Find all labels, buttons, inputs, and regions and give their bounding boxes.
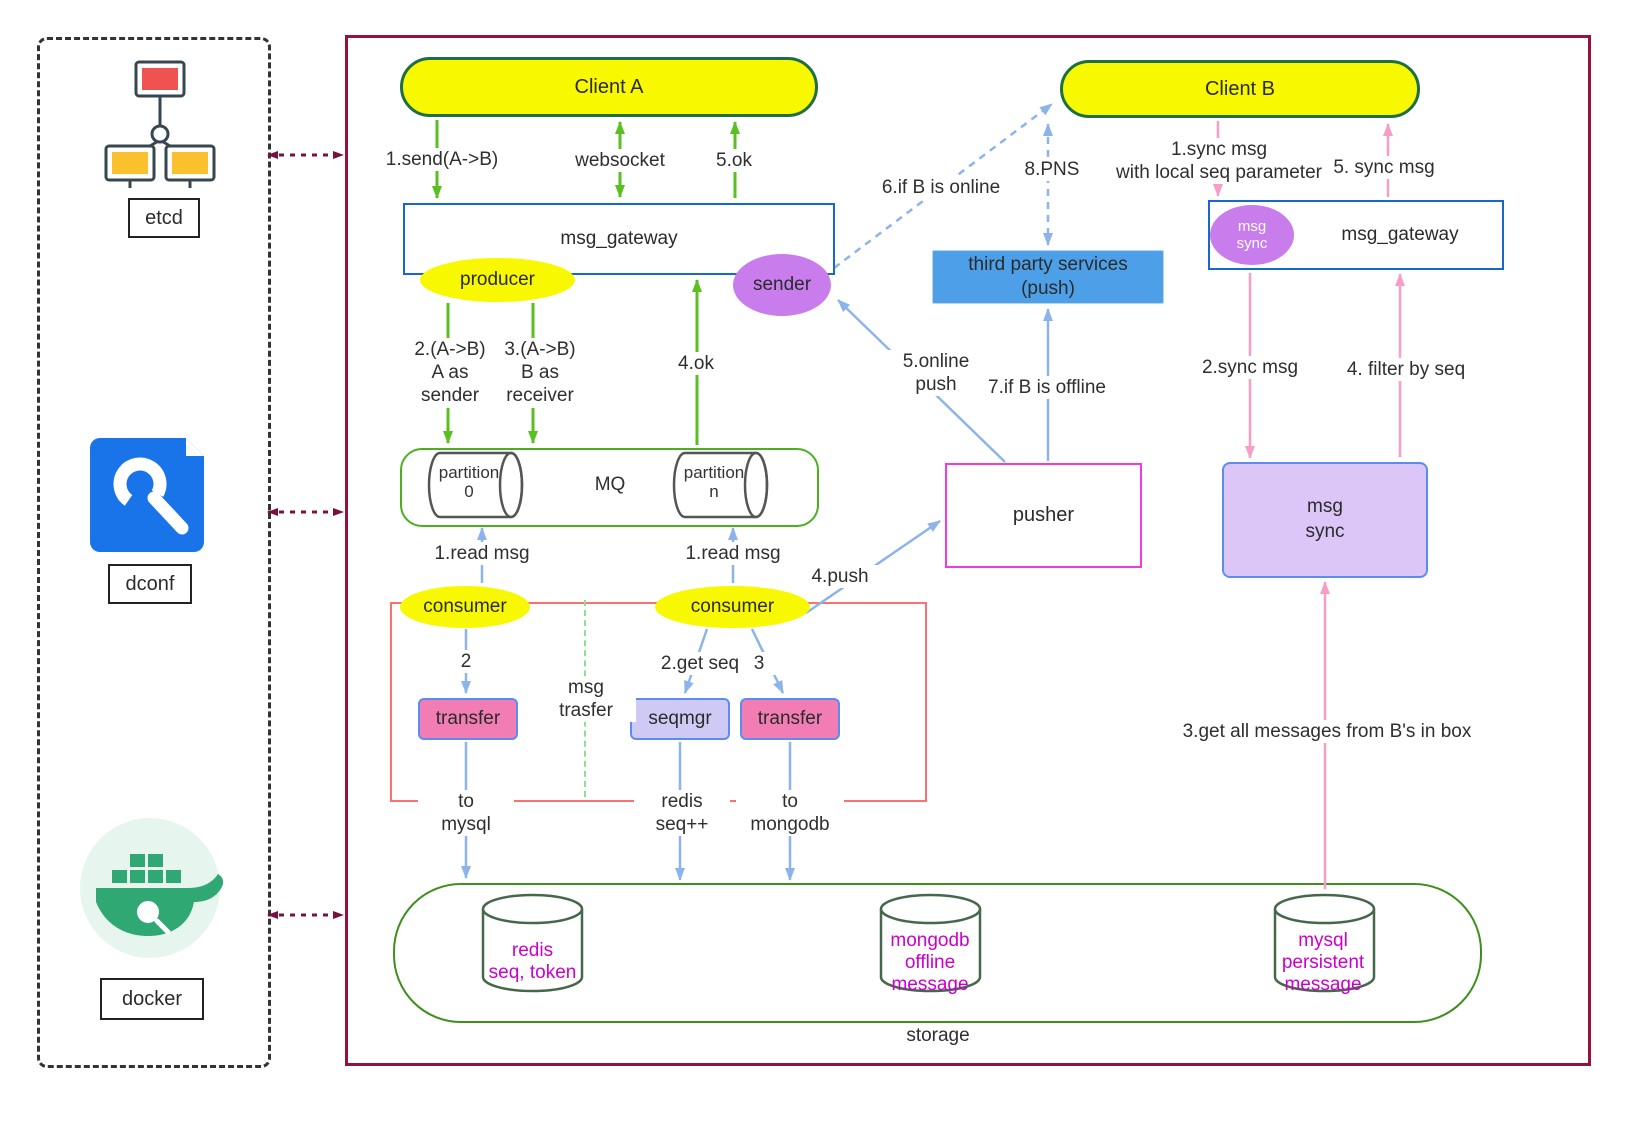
mysql-node (1272, 892, 1377, 994)
msg-sync-box-node: msg sync (1222, 462, 1428, 578)
label-get-seq: 2.get seq (652, 652, 748, 676)
label-read-msg-left: 1.read msg (430, 542, 534, 566)
label-online-push: 5.online push (884, 350, 988, 397)
redis-label: redis seq, token (488, 940, 577, 983)
pusher-label: pusher (1012, 504, 1075, 526)
label-websocket: websocket (568, 149, 672, 173)
label-if-b-offline: 7.if B is offline (974, 376, 1120, 400)
label-redis-seq-inc: redis seq++ (634, 790, 730, 837)
client-a-label: Client A (574, 75, 644, 98)
label-sync-msg-2: 2.sync msg (1192, 356, 1308, 380)
label-sync-msg-5: 5. sync msg (1326, 156, 1442, 180)
msg-sync-box-label: msg sync (1305, 496, 1345, 542)
label-sync-msg-1: 1.sync msg with local seq parameter (1096, 138, 1342, 185)
sender-label: sender (752, 274, 812, 295)
transfer-left-label: transfer (435, 708, 501, 729)
client-b-label: Client B (1204, 77, 1276, 100)
docker-label-text: docker (121, 987, 183, 1010)
dconf-icon (90, 438, 204, 552)
seqmgr-node: seqmgr (630, 698, 730, 740)
label-a-as-sender: 2.(A->B) A as sender (398, 338, 502, 408)
msg-sync-ellipse-node: msg sync (1210, 205, 1294, 265)
seqmgr-label: seqmgr (648, 708, 712, 729)
transfer-right-node: transfer (740, 698, 840, 740)
label-msg-trasfer: msg trasfer (536, 676, 636, 723)
partition-0-cylinder (427, 451, 524, 519)
producer-label: producer (460, 269, 535, 290)
dconf-label-text: dconf (125, 572, 175, 595)
storage-label: storage (906, 1025, 970, 1046)
etcd-label: etcd (128, 198, 200, 238)
docker-icon (80, 818, 223, 958)
partition-0-label: partition 0 (438, 463, 500, 501)
docker-label: docker (100, 978, 204, 1020)
label-5ok: 5.ok (708, 149, 760, 173)
etcd-label-text: etcd (145, 206, 183, 229)
redis-node (480, 892, 585, 994)
mq-label: MQ (594, 474, 626, 495)
label-get-all-messages: 3.get all messages from B's in box (1164, 720, 1490, 744)
partition-0-node: partition 0 (425, 450, 525, 520)
redis-cylinder (481, 893, 584, 993)
client-b-node: Client B (1060, 60, 1420, 118)
consumer-left-label: consumer (423, 596, 507, 617)
third-party-services-label: third party services (push) (968, 254, 1128, 299)
mongodb-label: mongodb offline message (890, 930, 970, 995)
label-4push: 4.push (800, 565, 880, 589)
label-4ok: 4.ok (668, 352, 724, 376)
pusher-node: pusher (945, 463, 1142, 568)
label-b-as-receiver: 3.(A->B) B as receiver (488, 338, 592, 408)
partition-n-label: partition n (683, 463, 745, 501)
producer-node: producer (420, 258, 575, 302)
label-8pns: 8.PNS (1014, 158, 1090, 182)
label-to-mysql: to mysql (418, 790, 514, 837)
mongodb-cylinder (879, 893, 982, 993)
third-party-services-node: third party services (push) (932, 250, 1164, 304)
consumer-right-node: consumer (655, 586, 810, 628)
label-step-2: 2 (448, 650, 484, 674)
label-to-mongodb: to mongodb (736, 790, 844, 837)
msg-gateway-right-label: msg_gateway (1341, 224, 1459, 245)
consumer-right-label: consumer (690, 596, 775, 617)
consumer-left-node: consumer (400, 586, 530, 628)
label-read-msg-right: 1.read msg (681, 542, 785, 566)
label-step-3: 3 (742, 652, 776, 676)
mongodb-node (878, 892, 983, 994)
sender-node: sender (733, 254, 831, 316)
msg-gateway-left-label: msg_gateway (560, 228, 678, 249)
etcd-icon (104, 60, 216, 188)
label-if-b-online: 6.if B is online (868, 176, 1014, 200)
label-send-ab: 1.send(A->B) (378, 148, 506, 172)
transfer-right-label: transfer (757, 708, 823, 729)
client-a-node: Client A (400, 57, 818, 117)
partition-n-cylinder (672, 451, 769, 519)
mysql-label: mysql persistent message (1281, 930, 1365, 995)
partition-n-node: partition n (670, 450, 770, 520)
mysql-cylinder (1273, 893, 1376, 993)
msg-sync-ellipse-label: msg sync (1236, 217, 1268, 252)
dconf-label: dconf (108, 564, 192, 604)
transfer-left-node: transfer (418, 698, 518, 740)
label-filter-by-seq: 4. filter by seq (1336, 358, 1476, 382)
